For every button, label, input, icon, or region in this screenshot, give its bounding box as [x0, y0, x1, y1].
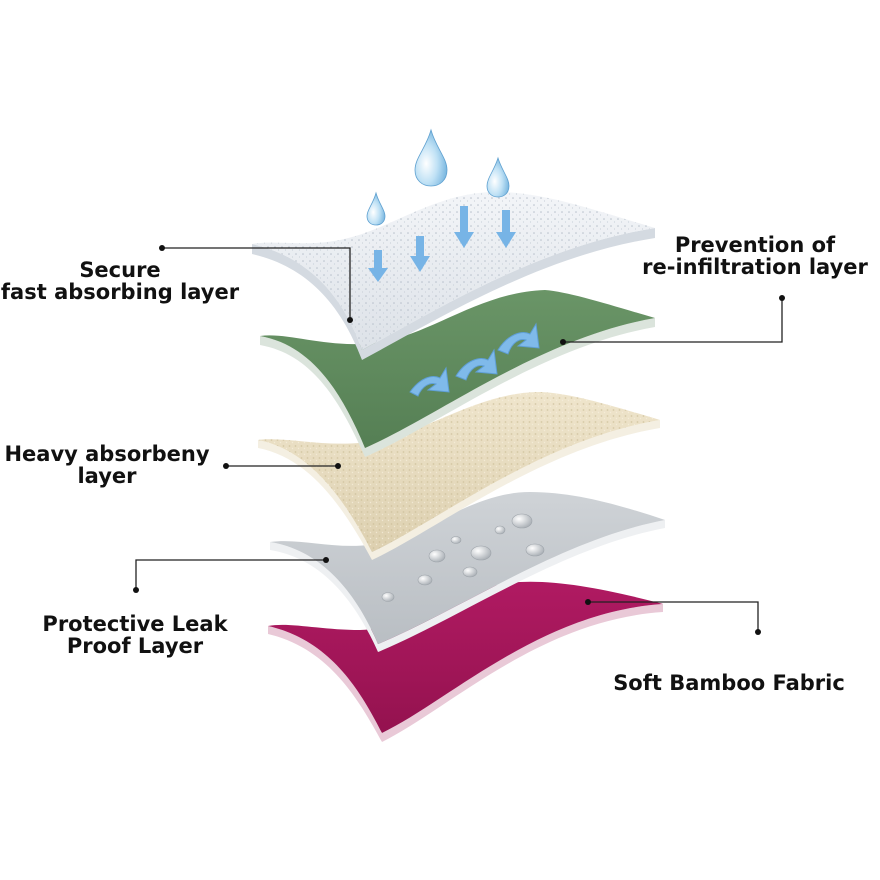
water-drop-icon — [366, 128, 510, 226]
label-prevention-reinfiltration: Prevention of re-infiltration layer — [635, 234, 875, 278]
heavy-absorbency-layer — [258, 392, 660, 560]
label-line: Prevention of — [674, 233, 836, 257]
label-line: fast absorbing layer — [0, 280, 240, 304]
label-heavy-absorbency: Heavy absorbeny layer — [0, 443, 214, 487]
water-bead-icon — [381, 513, 545, 602]
label-line: re-infiltration layer — [642, 255, 868, 279]
curved-arrow-icon — [409, 322, 540, 397]
label-line: layer — [77, 464, 137, 488]
leak-proof-layer — [270, 492, 665, 652]
re-infiltration-layer — [260, 290, 655, 457]
label-protective-leak-proof: Protective Leak Proof Layer — [30, 613, 240, 657]
leader-protective — [135, 559, 326, 590]
label-line: Proof Layer — [66, 634, 204, 658]
label-line: Soft Bamboo Fabric — [613, 671, 845, 695]
label-line: Secure — [79, 258, 161, 282]
fast-absorbing-layer — [252, 191, 655, 360]
leader-bamboo — [588, 601, 759, 632]
label-line: Protective Leak — [42, 612, 228, 636]
leader-secure — [162, 247, 351, 318]
label-secure-fast-absorbing: Secure fast absorbing layer — [0, 259, 240, 303]
down-arrow-icon — [368, 206, 516, 282]
label-soft-bamboo-fabric: Soft Bamboo Fabric — [598, 672, 860, 694]
leader-lines — [135, 247, 783, 632]
label-line: Heavy absorbeny — [4, 442, 210, 466]
leader-dots — [133, 245, 785, 635]
soft-bamboo-layer — [268, 581, 663, 742]
leader-prevention — [563, 298, 783, 343]
